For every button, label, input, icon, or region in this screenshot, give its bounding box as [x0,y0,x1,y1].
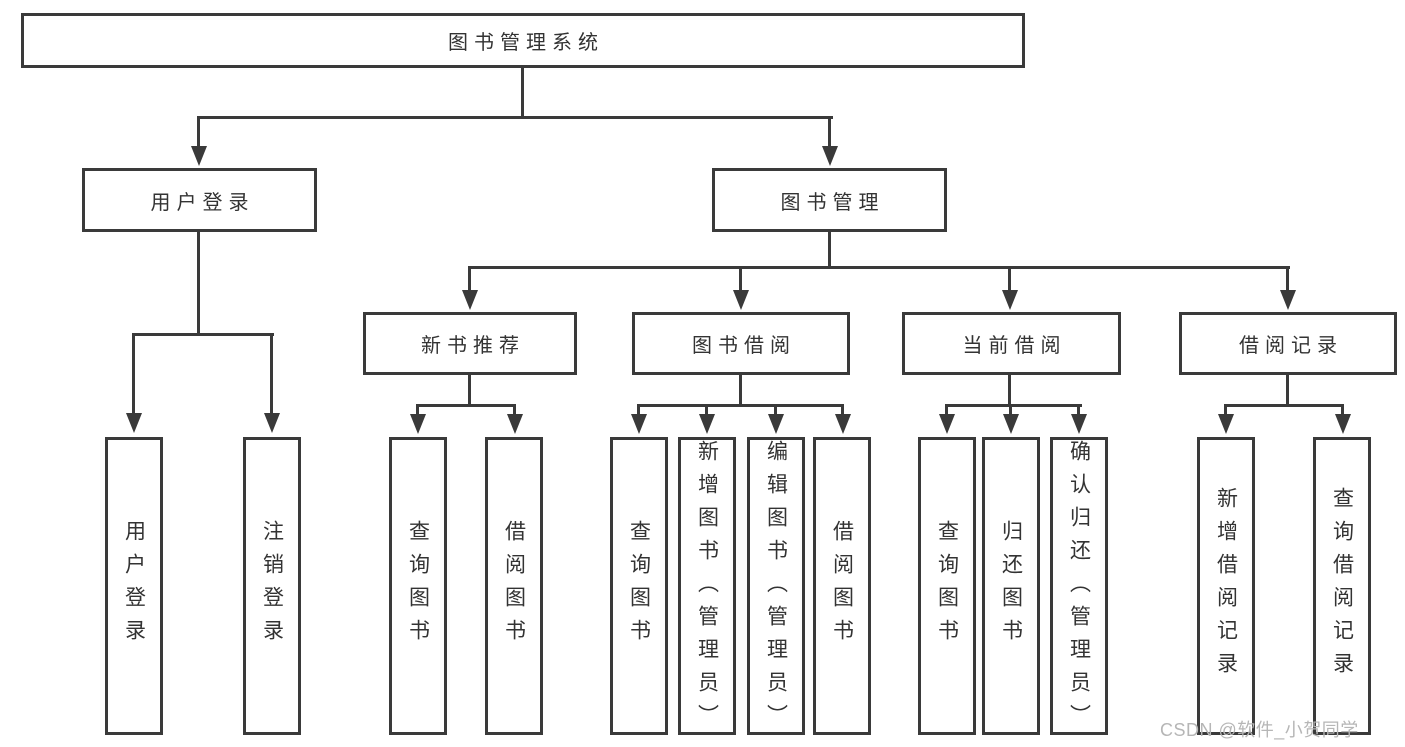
connector-rec-leaf2 [513,404,516,416]
node-label: 图书管理 [780,191,885,214]
connector-records-down [1286,374,1289,407]
node-borrow-records: 借阅记录 [1179,312,1397,375]
leaf-label: 确认归还（管理员） [1067,440,1091,737]
leaf-edit-books-admin: 编辑图书（管理员） [747,437,805,737]
leaf-label: 借阅图书 [502,520,526,652]
leaf-add-books-admin: 新增图书（管理员） [678,437,736,737]
connector-current-bar [945,404,1082,407]
leaf-label: 编辑图书（管理员） [764,440,788,737]
connector-cur-leaf3 [1077,404,1080,416]
leaf-label: 归还图书 [999,520,1023,652]
connector-rec-leaf1 [416,404,419,416]
leaf-label: 查询图书 [627,520,651,652]
leaf-label: 查询图书 [935,520,959,652]
arrow-to-rcd-leaf1 [1218,414,1234,434]
arrow-to-cur-leaf3 [1071,414,1087,434]
node-new-book-recommend: 新书推荐 [363,312,577,375]
connector-login-bar [132,333,274,336]
arrow-to-bor-leaf2 [699,414,715,434]
arrow-to-user-login [191,146,207,166]
connector-cur-leaf2 [1009,404,1012,416]
node-label: 借阅记录 [1239,335,1343,357]
connector-rcd-leaf1 [1224,404,1227,416]
leaf-query-books-recommend: 查询图书 [389,437,447,735]
arrow-to-cur-leaf1 [939,414,955,434]
connector-records-bar [1224,404,1344,407]
arrow-to-borrow [733,290,749,310]
connector-root-stub [521,68,524,118]
connector-level3-bar [468,266,1290,269]
node-label: 新书推荐 [421,335,525,357]
connector-bor-leaf3 [774,404,777,416]
connector-borrow-bar [637,404,844,407]
arrow-to-login-leaf2 [264,413,280,433]
connector-login-leaf1 [132,333,135,413]
node-label: 图书借阅 [692,335,796,357]
connector-login-leaf2 [270,333,273,413]
connector-current-stub [1008,266,1011,292]
leaf-label: 用户登录 [122,520,146,652]
node-book-management: 图书管理 [712,168,947,232]
arrow-to-book-mgmt [822,146,838,166]
connector-borrow-down [739,374,742,407]
arrow-to-rec-leaf1 [410,414,426,434]
connector-mgmt-down [828,232,831,269]
leaf-label: 注销登录 [260,520,284,652]
arrow-to-bor-leaf4 [835,414,851,434]
leaf-borrow-books-recommend: 借阅图书 [485,437,543,735]
connector-bor-leaf2 [705,404,708,416]
leaf-label: 查询借阅记录 [1330,487,1354,685]
leaf-query-books-current: 查询图书 [918,437,976,735]
leaf-borrow-books: 借阅图书 [813,437,871,735]
connector-bor-leaf1 [637,404,640,416]
connector-level2-bar [197,116,833,119]
arrow-to-recommend [462,290,478,310]
leaf-user-login: 用户登录 [105,437,163,735]
leaf-label: 新增图书（管理员） [695,440,719,737]
arrow-to-login-leaf1 [126,413,142,433]
leaf-query-borrow-record: 查询借阅记录 [1313,437,1371,735]
leaf-label: 借阅图书 [830,520,854,652]
connector-login-down [197,232,200,335]
node-book-management-system: 图书管理系统 [21,13,1025,68]
connector-recommend-down [468,374,471,407]
leaf-logout: 注销登录 [243,437,301,735]
connector-cur-leaf1 [945,404,948,416]
arrow-to-bor-leaf3 [768,414,784,434]
arrow-to-current [1002,290,1018,310]
leaf-confirm-return-admin: 确认归还（管理员） [1050,437,1108,737]
node-book-borrow: 图书借阅 [632,312,850,375]
connector-bor-leaf4 [841,404,844,416]
connector-mgmt-stub [828,116,831,148]
csdn-watermark: CSDN @软件_小贺同学 [1160,720,1359,740]
connector-current-down [1008,374,1011,407]
node-label: 当前借阅 [962,335,1067,357]
arrow-to-rec-leaf2 [507,414,523,434]
arrow-to-records [1280,290,1296,310]
arrow-to-cur-leaf2 [1003,414,1019,434]
leaf-query-books-borrow: 查询图书 [610,437,668,735]
connector-recommend-stub [468,266,471,292]
connector-borrow-stub [739,266,742,292]
node-current-borrow: 当前借阅 [902,312,1121,375]
connector-recommend-bar [416,404,516,407]
node-label: 图书管理系统 [448,32,604,54]
arrow-to-rcd-leaf2 [1335,414,1351,434]
leaf-add-borrow-record: 新增借阅记录 [1197,437,1255,735]
node-user-login: 用户登录 [82,168,317,232]
leaf-label: 查询图书 [406,520,430,652]
node-label: 用户登录 [150,191,255,214]
leaf-return-books: 归还图书 [982,437,1040,735]
connector-rcd-leaf2 [1341,404,1344,416]
leaf-label: 新增借阅记录 [1214,487,1238,685]
connector-login-stub [197,116,200,148]
connector-records-stub [1286,266,1289,292]
arrow-to-bor-leaf1 [631,414,647,434]
